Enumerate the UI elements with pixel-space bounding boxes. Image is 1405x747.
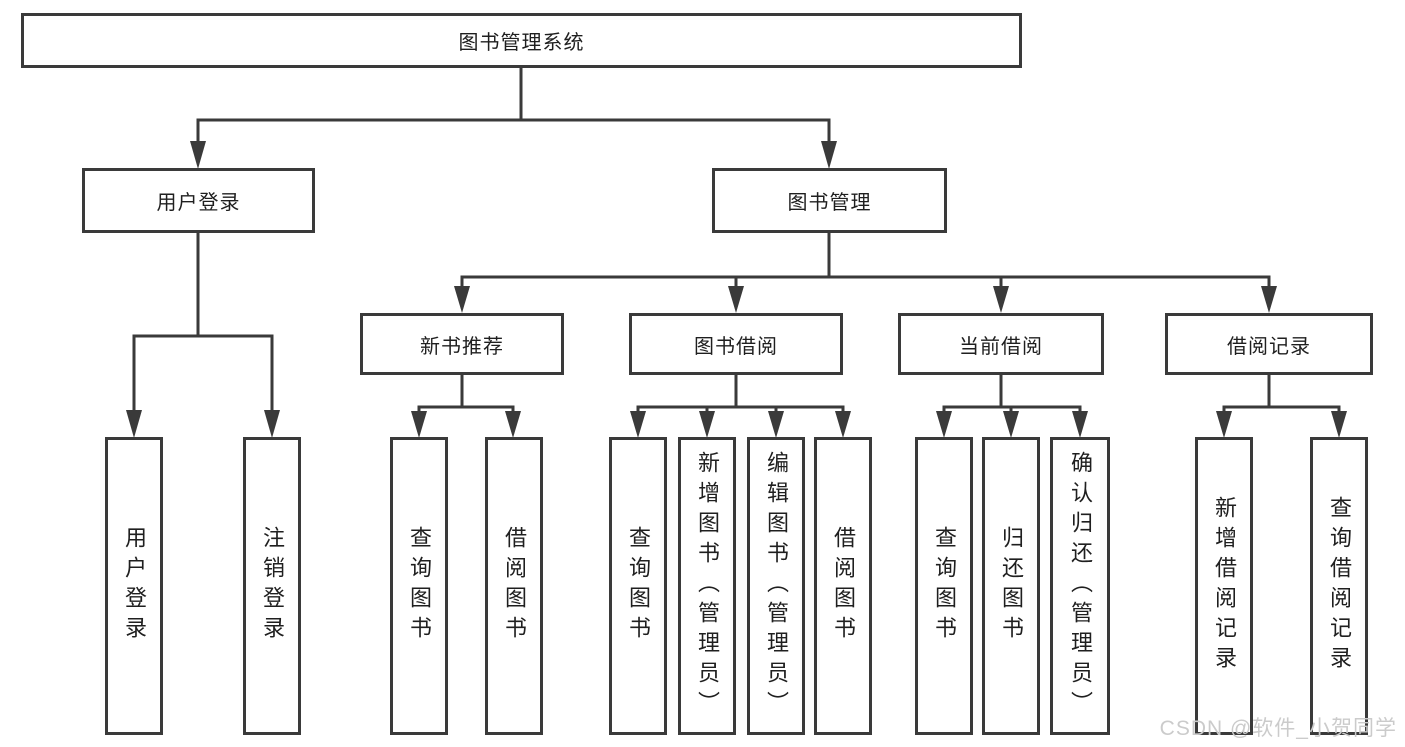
node-borrow-records: 借阅记录 xyxy=(1165,313,1373,375)
csdn-watermark: CSDN @软件_小贺同学 xyxy=(1159,717,1397,740)
connector-new-books-to-leaves xyxy=(411,375,521,438)
connector-borrow-records-to-leaves xyxy=(1216,375,1347,438)
node-label: 新增图书（管理员） xyxy=(695,451,720,721)
node-label: 注销登录 xyxy=(260,526,285,646)
node-label: 编辑图书（管理员） xyxy=(764,451,789,721)
leaf-query-books-recommend: 查询图书 xyxy=(390,437,448,735)
connector-user-login-to-leaves xyxy=(126,233,280,438)
leaf-edit-books-admin: 编辑图书（管理员） xyxy=(747,437,805,735)
node-label: 查询图书 xyxy=(932,526,957,646)
node-label: 用户登录 xyxy=(122,526,147,646)
leaf-query-books-current: 查询图书 xyxy=(915,437,973,735)
node-label: 确认归还（管理员） xyxy=(1068,451,1093,721)
node-book-management: 图书管理 xyxy=(712,168,947,233)
leaf-borrow-books: 借阅图书 xyxy=(814,437,872,735)
node-label: 归还图书 xyxy=(999,526,1024,646)
node-label: 查询图书 xyxy=(626,526,651,646)
node-label: 查询借阅记录 xyxy=(1327,496,1352,676)
leaf-user-login: 用户登录 xyxy=(105,437,163,735)
node-label: 用户登录 xyxy=(156,192,241,214)
connector-root-to-level2 xyxy=(190,68,837,169)
leaf-query-books-borrow: 查询图书 xyxy=(609,437,667,735)
connector-book-management-to-level3 xyxy=(454,233,1277,313)
node-label: 图书管理系统 xyxy=(458,32,585,54)
connector-book-borrow-to-leaves xyxy=(630,375,851,438)
node-label: 新增借阅记录 xyxy=(1212,496,1237,676)
node-label: 借阅记录 xyxy=(1227,335,1311,358)
node-label: 借阅图书 xyxy=(831,526,856,646)
connector-current-borrow-to-leaves xyxy=(936,375,1088,438)
leaf-confirm-return-admin: 确认归还（管理员） xyxy=(1050,437,1110,735)
leaf-logout: 注销登录 xyxy=(243,437,301,735)
leaf-borrow-books-recommend: 借阅图书 xyxy=(485,437,543,735)
node-new-book-recommend: 新书推荐 xyxy=(360,313,564,375)
node-label: 查询图书 xyxy=(407,526,432,646)
node-library-management-system: 图书管理系统 xyxy=(21,13,1022,68)
node-label: 借阅图书 xyxy=(502,526,527,646)
node-label: 图书借阅 xyxy=(694,335,778,358)
leaf-add-borrow-record: 新增借阅记录 xyxy=(1195,437,1253,735)
node-label: 图书管理 xyxy=(787,192,872,214)
node-label: 当前借阅 xyxy=(959,335,1043,358)
leaf-add-books-admin: 新增图书（管理员） xyxy=(678,437,736,735)
node-book-borrow: 图书借阅 xyxy=(629,313,843,375)
leaf-return-books: 归还图书 xyxy=(982,437,1040,735)
leaf-query-borrow-record: 查询借阅记录 xyxy=(1310,437,1368,735)
node-user-login: 用户登录 xyxy=(82,168,315,233)
node-label: 新书推荐 xyxy=(420,335,504,358)
node-current-borrow: 当前借阅 xyxy=(898,313,1104,375)
